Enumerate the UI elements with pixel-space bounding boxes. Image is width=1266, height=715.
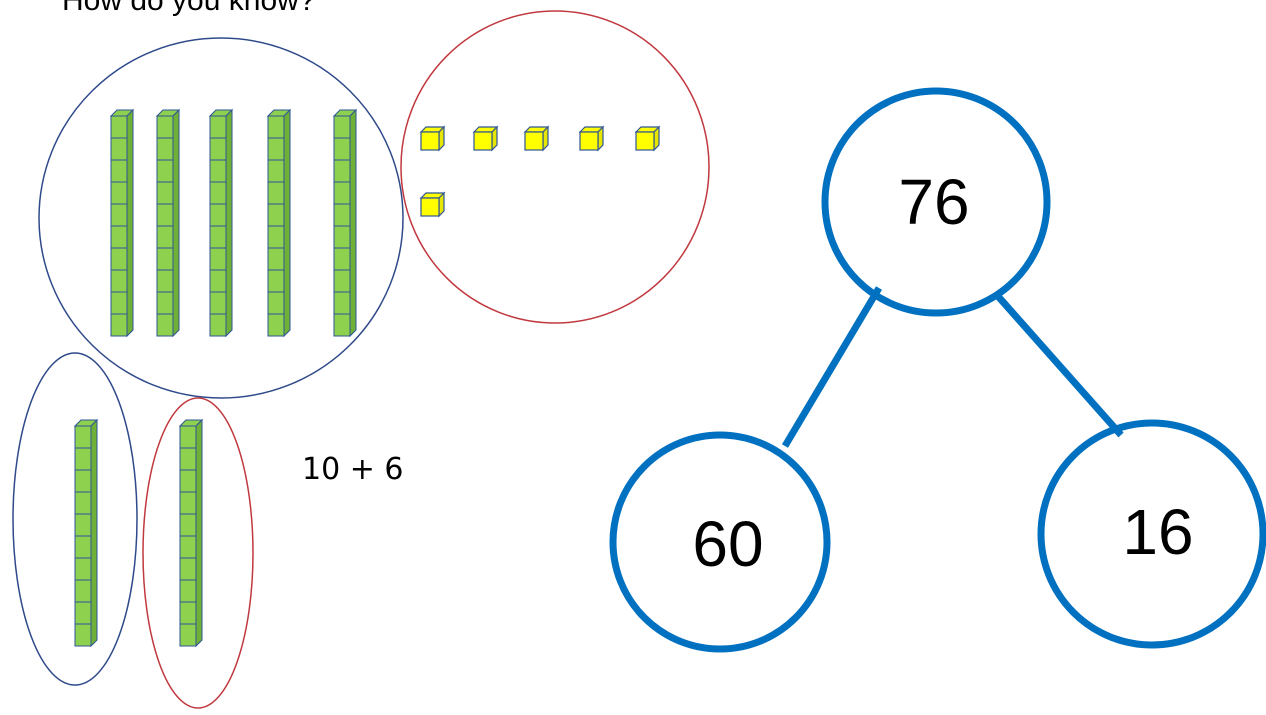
ones-cubes bbox=[419, 125, 661, 218]
tens-rod bbox=[208, 108, 234, 338]
whole-value: 76 bbox=[898, 166, 970, 238]
ones-cube bbox=[523, 125, 550, 152]
tens-rod bbox=[155, 108, 181, 338]
left-part-circle bbox=[609, 431, 831, 653]
tens-group-circle bbox=[38, 37, 404, 399]
ones-cube bbox=[634, 125, 661, 152]
bottom-ones-circle bbox=[142, 397, 254, 709]
tens-rods bbox=[73, 108, 358, 648]
tens-rod bbox=[109, 108, 135, 338]
right-part-value: 16 bbox=[1122, 496, 1194, 568]
tens-rod bbox=[73, 418, 99, 648]
part-whole-model bbox=[609, 87, 1266, 653]
question-text: How do you know? bbox=[62, 0, 316, 17]
tens-rod bbox=[332, 108, 358, 338]
tens-rod bbox=[178, 418, 204, 648]
ones-cube bbox=[419, 125, 446, 152]
ones-cube bbox=[578, 125, 605, 152]
ones-cube bbox=[472, 125, 499, 152]
left-part-value: 60 bbox=[692, 508, 764, 580]
right-part-circle bbox=[1037, 419, 1266, 649]
bottom-tens-circle bbox=[12, 352, 138, 686]
whole-circle bbox=[821, 87, 1051, 317]
connector-left bbox=[781, 286, 883, 448]
ones-group-circle bbox=[400, 10, 710, 324]
ones-cube bbox=[419, 191, 446, 218]
tens-rod bbox=[266, 108, 292, 338]
connector-right bbox=[993, 291, 1124, 438]
addition-expression: 10 + 6 bbox=[302, 452, 404, 487]
